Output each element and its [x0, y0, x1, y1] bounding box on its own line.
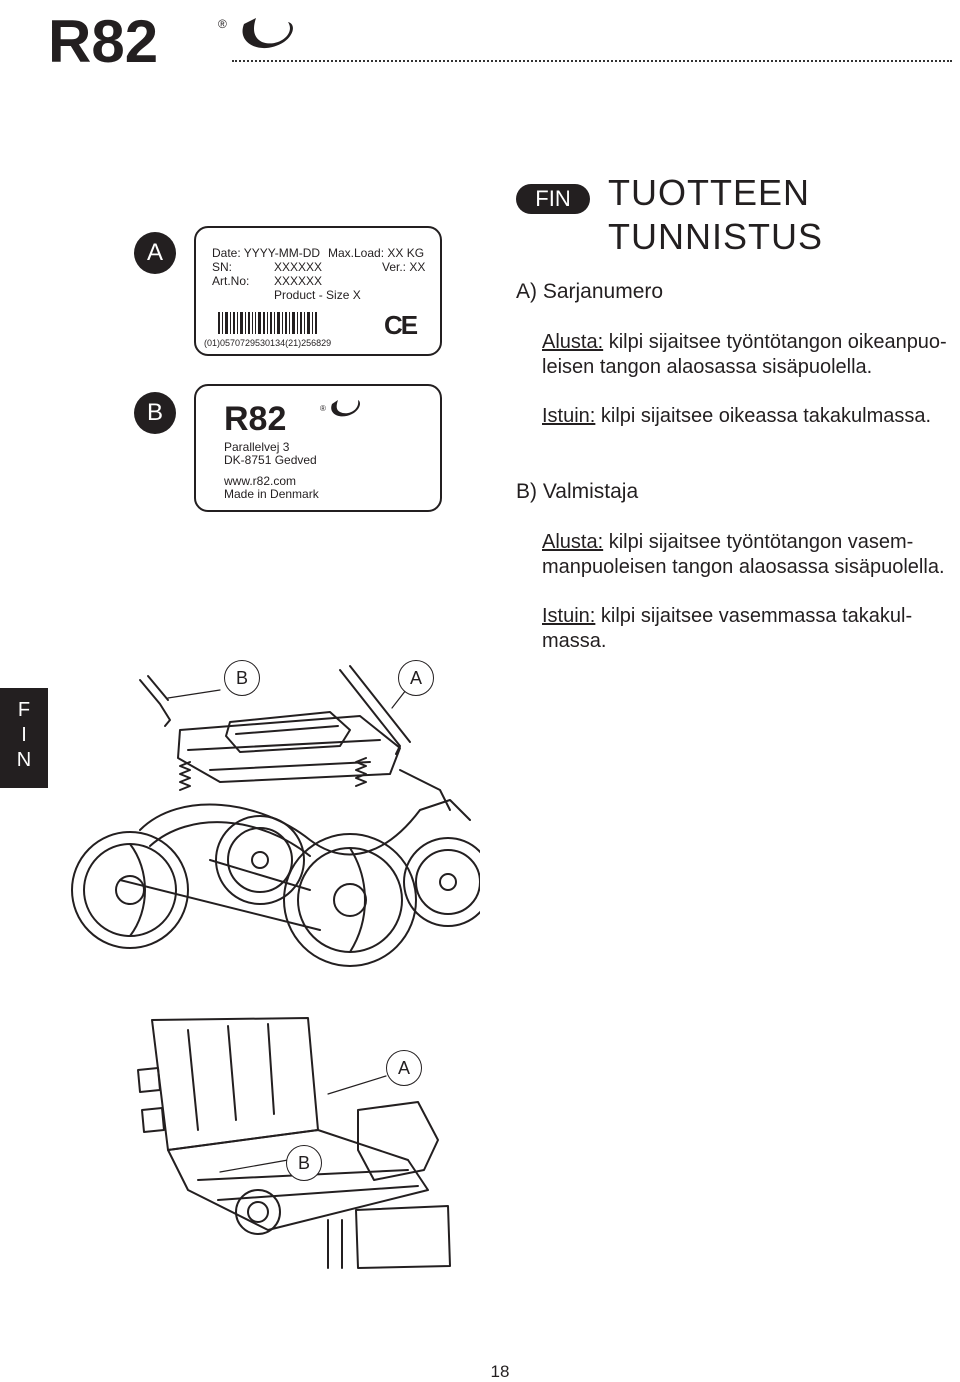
label-a-serial-plate: Date: YYYY-MM-DD Max.Load: XX KG SN: XXX…: [194, 226, 442, 356]
marker-a: A: [134, 232, 176, 274]
side-tab-letter: N: [16, 749, 32, 771]
section-b-heading: B) Valmistaja: [516, 480, 639, 503]
section-a-chassis-line1: Alusta: kilpi sijaitsee työntötangon oik…: [542, 331, 947, 353]
label-b-address1: Parallelvej 3: [224, 440, 290, 454]
page-title-line2: TUNNISTUS: [608, 216, 823, 257]
section-b-chassis-text: Alusta: kilpi sijaitsee työntötangon vas…: [542, 530, 957, 580]
seat-callout-b: B: [286, 1145, 322, 1181]
label-b-manufacturer-plate: R82 ® Parallelvej 3 DK-8751 Gedved www.r…: [194, 384, 442, 512]
section-b-seat-line2: massa.: [542, 630, 607, 652]
label-date: Date: YYYY-MM-DD: [212, 246, 321, 260]
section-b-seat-line1: Istuin: kilpi sijaitsee vasemmassa takak…: [542, 605, 913, 627]
language-badge: FIN: [516, 184, 590, 214]
label-product: Product - Size X: [274, 288, 361, 302]
side-tab-letter: F: [17, 699, 31, 721]
label-max-load: Max.Load: XX KG: [328, 246, 425, 260]
label-artno-value: XXXXXX: [274, 274, 323, 288]
section-b-seat-label: Istuin:: [542, 605, 596, 627]
seat-callout-a: A: [386, 1050, 422, 1086]
section-b-chassis-line1: Alusta: kilpi sijaitsee työntötangon vas…: [542, 531, 914, 553]
label-b-website: www.r82.com: [224, 474, 297, 488]
label-b-registered: ®: [320, 404, 326, 413]
side-tab-letter: I: [21, 724, 27, 746]
page-title-line1: TUOTTEEN: [608, 172, 810, 213]
language-side-tab: F I N: [0, 688, 48, 788]
section-a-heading: A) Sarjanumero: [516, 280, 664, 303]
label-artno-caption: Art.No:: [212, 274, 250, 288]
header-divider: [232, 60, 952, 62]
section-a-seat-text: Istuin: kilpi sijaitsee oikeassa takakul…: [542, 405, 932, 427]
label-b-swoosh-icon: [331, 400, 360, 417]
barcode-icon: [218, 312, 317, 334]
section-a-chassis-line2: leisen tangon alaosassa sisäpuolella.: [542, 356, 873, 378]
logo-swoosh-icon: [242, 18, 293, 49]
label-b-made-in: Made in Denmark: [224, 487, 319, 501]
chassis-callout-b: B: [224, 660, 260, 696]
label-b-brand: R82: [224, 400, 287, 438]
page-number: 18: [490, 1362, 510, 1381]
barcode-number: (01)0570729530134(21)256829: [204, 338, 332, 348]
logo-registered: ®: [218, 17, 227, 31]
ce-mark: CE: [384, 310, 418, 340]
label-sn-value: XXXXXX: [274, 260, 323, 274]
logo-text: R82: [48, 8, 158, 68]
marker-b: B: [134, 392, 176, 434]
section-b-chassis-line2: manpuoleisen tangon alaosassa sisäpuolel…: [542, 556, 945, 578]
label-version: Ver.: XX: [382, 260, 426, 274]
section-b-chassis-label: Alusta:: [542, 531, 604, 553]
section-a-seat-label: Istuin:: [542, 405, 596, 427]
seat-illustration: [137, 1017, 451, 1269]
section-a-chassis-text: Alusta: kilpi sijaitsee työntötangon oik…: [542, 330, 957, 380]
r82-logo: R82 ®: [48, 8, 293, 68]
label-b-address2: DK-8751 Gedved: [224, 453, 317, 467]
section-a-chassis-label: Alusta:: [542, 331, 604, 353]
chassis-illustration: [71, 665, 480, 967]
chassis-callout-a: A: [398, 660, 434, 696]
section-b-seat-text: Istuin: kilpi sijaitsee vasemmassa takak…: [542, 604, 957, 654]
label-sn-caption: SN:: [212, 260, 233, 274]
